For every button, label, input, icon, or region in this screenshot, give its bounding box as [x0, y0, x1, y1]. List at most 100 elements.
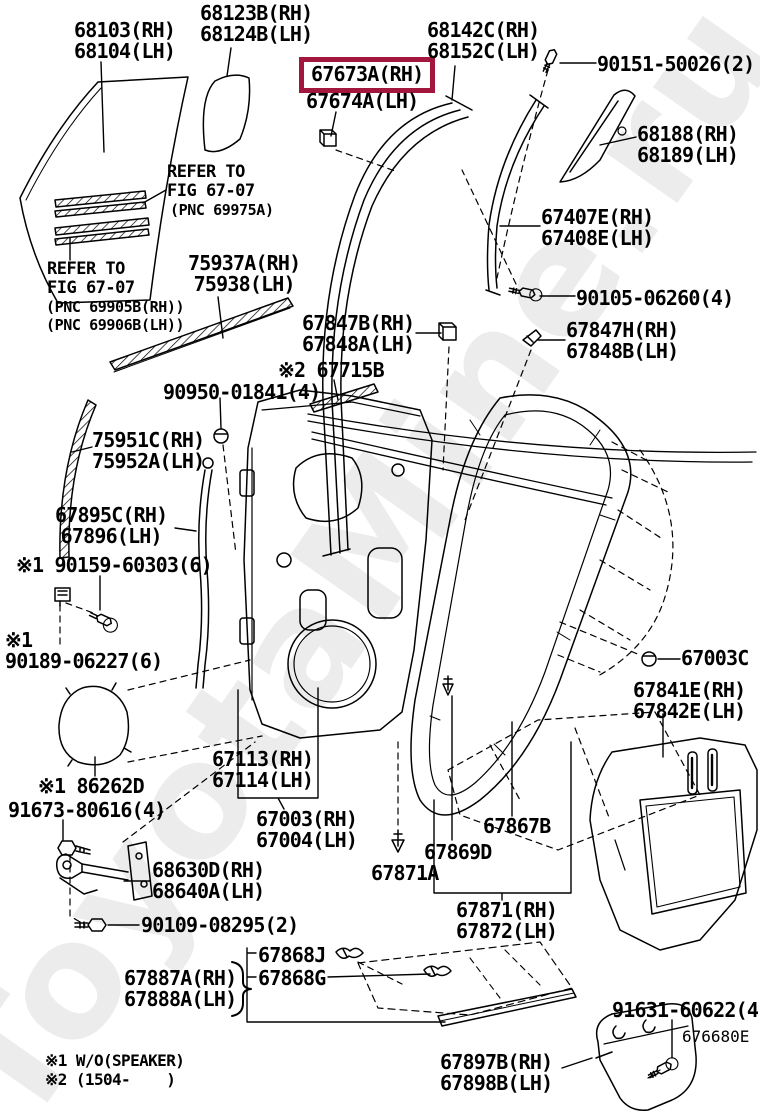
part-label-67847H-67848B: 67847H(RH)67848B(LH) — [566, 318, 679, 363]
label-line: 67848B(LH) — [566, 339, 679, 363]
front-weatherstrip-shape — [196, 458, 213, 688]
label-line: ※1 90159-60303(6) — [16, 553, 213, 577]
label-line: 68188(RH) — [637, 122, 739, 146]
label-line: FIG 67-07 — [167, 181, 255, 201]
part-label-67869D: 67869D — [424, 840, 492, 864]
screw-icon — [87, 609, 120, 634]
label-brace — [232, 962, 251, 1016]
part-label-68103-68104: 68103(RH)68104(LH) — [74, 20, 176, 63]
part-label-67674A: 67674A(LH) — [306, 91, 419, 112]
label-line: 75937A(RH) — [188, 251, 301, 275]
part-label-67868G: 67868G — [258, 968, 326, 989]
label-line: 67407E(RH) — [541, 205, 654, 229]
label-line: 68630D(RH) — [152, 858, 265, 882]
part-label-67841E-67842E: 67841E(RH)67842E(LH) — [633, 678, 746, 722]
part-label-67673A-highlighted: 67673A(RH) — [299, 57, 436, 93]
quarter-window-frame-shape — [560, 90, 635, 182]
part-label-75951C-75952A: 75951C(RH)75952A(LH) — [92, 430, 205, 473]
part-label-67407E-67408E: 67407E(RH)67408E(LH) — [541, 205, 654, 249]
label-line: 68124B(LH) — [200, 22, 313, 46]
part-label-91631-60622: 91631-60622(4) — [612, 1000, 760, 1021]
label-line: 67114(LH) — [212, 768, 314, 792]
label-line: 67869D — [424, 840, 492, 864]
part-label-68188-68189: 68188(RH)68189(LH) — [637, 122, 739, 167]
label-line: (PNC 69905B(RH)) — [46, 298, 185, 316]
butterfly-clip-icon — [336, 948, 363, 958]
label-line: 90105-06260(4) — [576, 286, 734, 310]
label-line: 67867B — [483, 814, 551, 838]
part-label-67715B: ※2 67715B — [278, 358, 385, 382]
label-line: (PNC 69975A) — [170, 201, 274, 219]
check-cover-shape — [596, 1004, 696, 1110]
label-line: 68123B(RH) — [200, 1, 313, 25]
label-line: 75938(LH) — [193, 272, 296, 296]
label-line: 67895C(RH) — [55, 503, 168, 527]
clip-icon — [439, 323, 456, 340]
label-line: 67841E(RH) — [633, 678, 746, 702]
clip-icon — [320, 130, 336, 146]
part-label-67868J: 67868J — [258, 943, 326, 967]
label-line: 68142C(RH) — [427, 18, 540, 42]
label-line: 67868J — [258, 943, 326, 967]
label-line: 75952A(LH) — [92, 449, 205, 473]
label-line: 67888A(LH) — [124, 987, 237, 1011]
label-line: ※2 (1504- ) — [45, 1070, 176, 1089]
part-label-86262D: ※1 86262D — [38, 774, 145, 798]
quarter-glass-shape — [203, 75, 249, 151]
label-line: ※2 67715B — [278, 358, 385, 382]
bolt-icon — [75, 919, 106, 931]
part-label-75937A-75938: 75937A(RH)75938(LH) — [188, 251, 301, 296]
label-line: 67847H(RH) — [566, 318, 679, 342]
outer-panel-belt-lines — [308, 414, 756, 505]
part-label-90105-06260: 90105-06260(4) — [576, 286, 734, 310]
part-label-67871A: 67871A — [371, 863, 439, 884]
label-line: ※1 W/O(SPEAKER) — [45, 1051, 185, 1070]
part-label-footnote-1: ※1 W/O(SPEAKER) — [45, 1051, 185, 1070]
label-line: 67896(LH) — [60, 524, 163, 548]
clip-icon — [55, 588, 70, 606]
label-line: 90151-50026(2) — [597, 52, 755, 76]
screw-icon — [646, 1056, 680, 1082]
pin-clip-icon — [443, 676, 453, 695]
label-line: 67847B(RH) — [302, 311, 415, 335]
label-line: ※1 86262D — [38, 774, 145, 798]
part-label-67887A-67888A: 67887A(RH)67888A(LH) — [124, 966, 237, 1011]
door-window-frame-shape — [323, 96, 472, 556]
part-label-refer-fig67-07-a-pnc: (PNC 69975A) — [170, 201, 274, 219]
body-opening-dashed-flange — [448, 442, 700, 850]
label-line: 68104(LH) — [74, 39, 176, 63]
part-label-67895C-67896: 67895C(RH)67896(LH) — [55, 503, 168, 548]
part-label-67847B-67848A: 67847B(RH)67848A(LH) — [302, 311, 415, 355]
part-label-67003-67004: 67003(RH)67004(LH) — [256, 807, 358, 851]
butterfly-clip-icon — [424, 966, 451, 976]
pin-clip-icon — [392, 830, 404, 852]
speaker-cover-shape — [59, 683, 131, 766]
part-label-footnote-2: ※2 (1504- ) — [45, 1070, 176, 1089]
part-label-68123B-68124B: 68123B(RH)68124B(LH) — [200, 1, 313, 46]
water-shield-sheet — [358, 942, 576, 1026]
outer-belt-moulding-shape — [110, 298, 293, 372]
label-line: FIG 67-07 — [47, 278, 135, 298]
belt-moulding-strips — [55, 191, 149, 245]
label-line: 67887A(RH) — [124, 966, 237, 990]
label-line: 67673A(RH) — [311, 62, 424, 86]
part-label-68142C-68152C: 68142C(RH)68152C(LH) — [427, 18, 540, 62]
label-line: 67003(RH) — [256, 807, 358, 831]
label-line: 67872(LH) — [456, 919, 558, 943]
part-label-90109-08295: 90109-08295(2) — [141, 915, 299, 936]
label-line: 90950-01841(4) — [163, 380, 321, 404]
label-line: 68189(LH) — [637, 143, 739, 167]
part-label-68630D-68640A: 68630D(RH)68640A(LH) — [152, 858, 265, 903]
label-line: 91673-80616(4) — [8, 798, 166, 822]
front-sash-strip-shape — [60, 400, 96, 558]
label-line: 67113(RH) — [212, 747, 314, 771]
label-line: 67897B(RH) — [440, 1050, 553, 1074]
part-label-90950-01841: 90950-01841(4) — [163, 380, 321, 404]
door-inner-panel-shape — [240, 390, 432, 738]
label-line: 67871(RH) — [456, 898, 558, 922]
label-line: 68640A(LH) — [152, 879, 265, 903]
